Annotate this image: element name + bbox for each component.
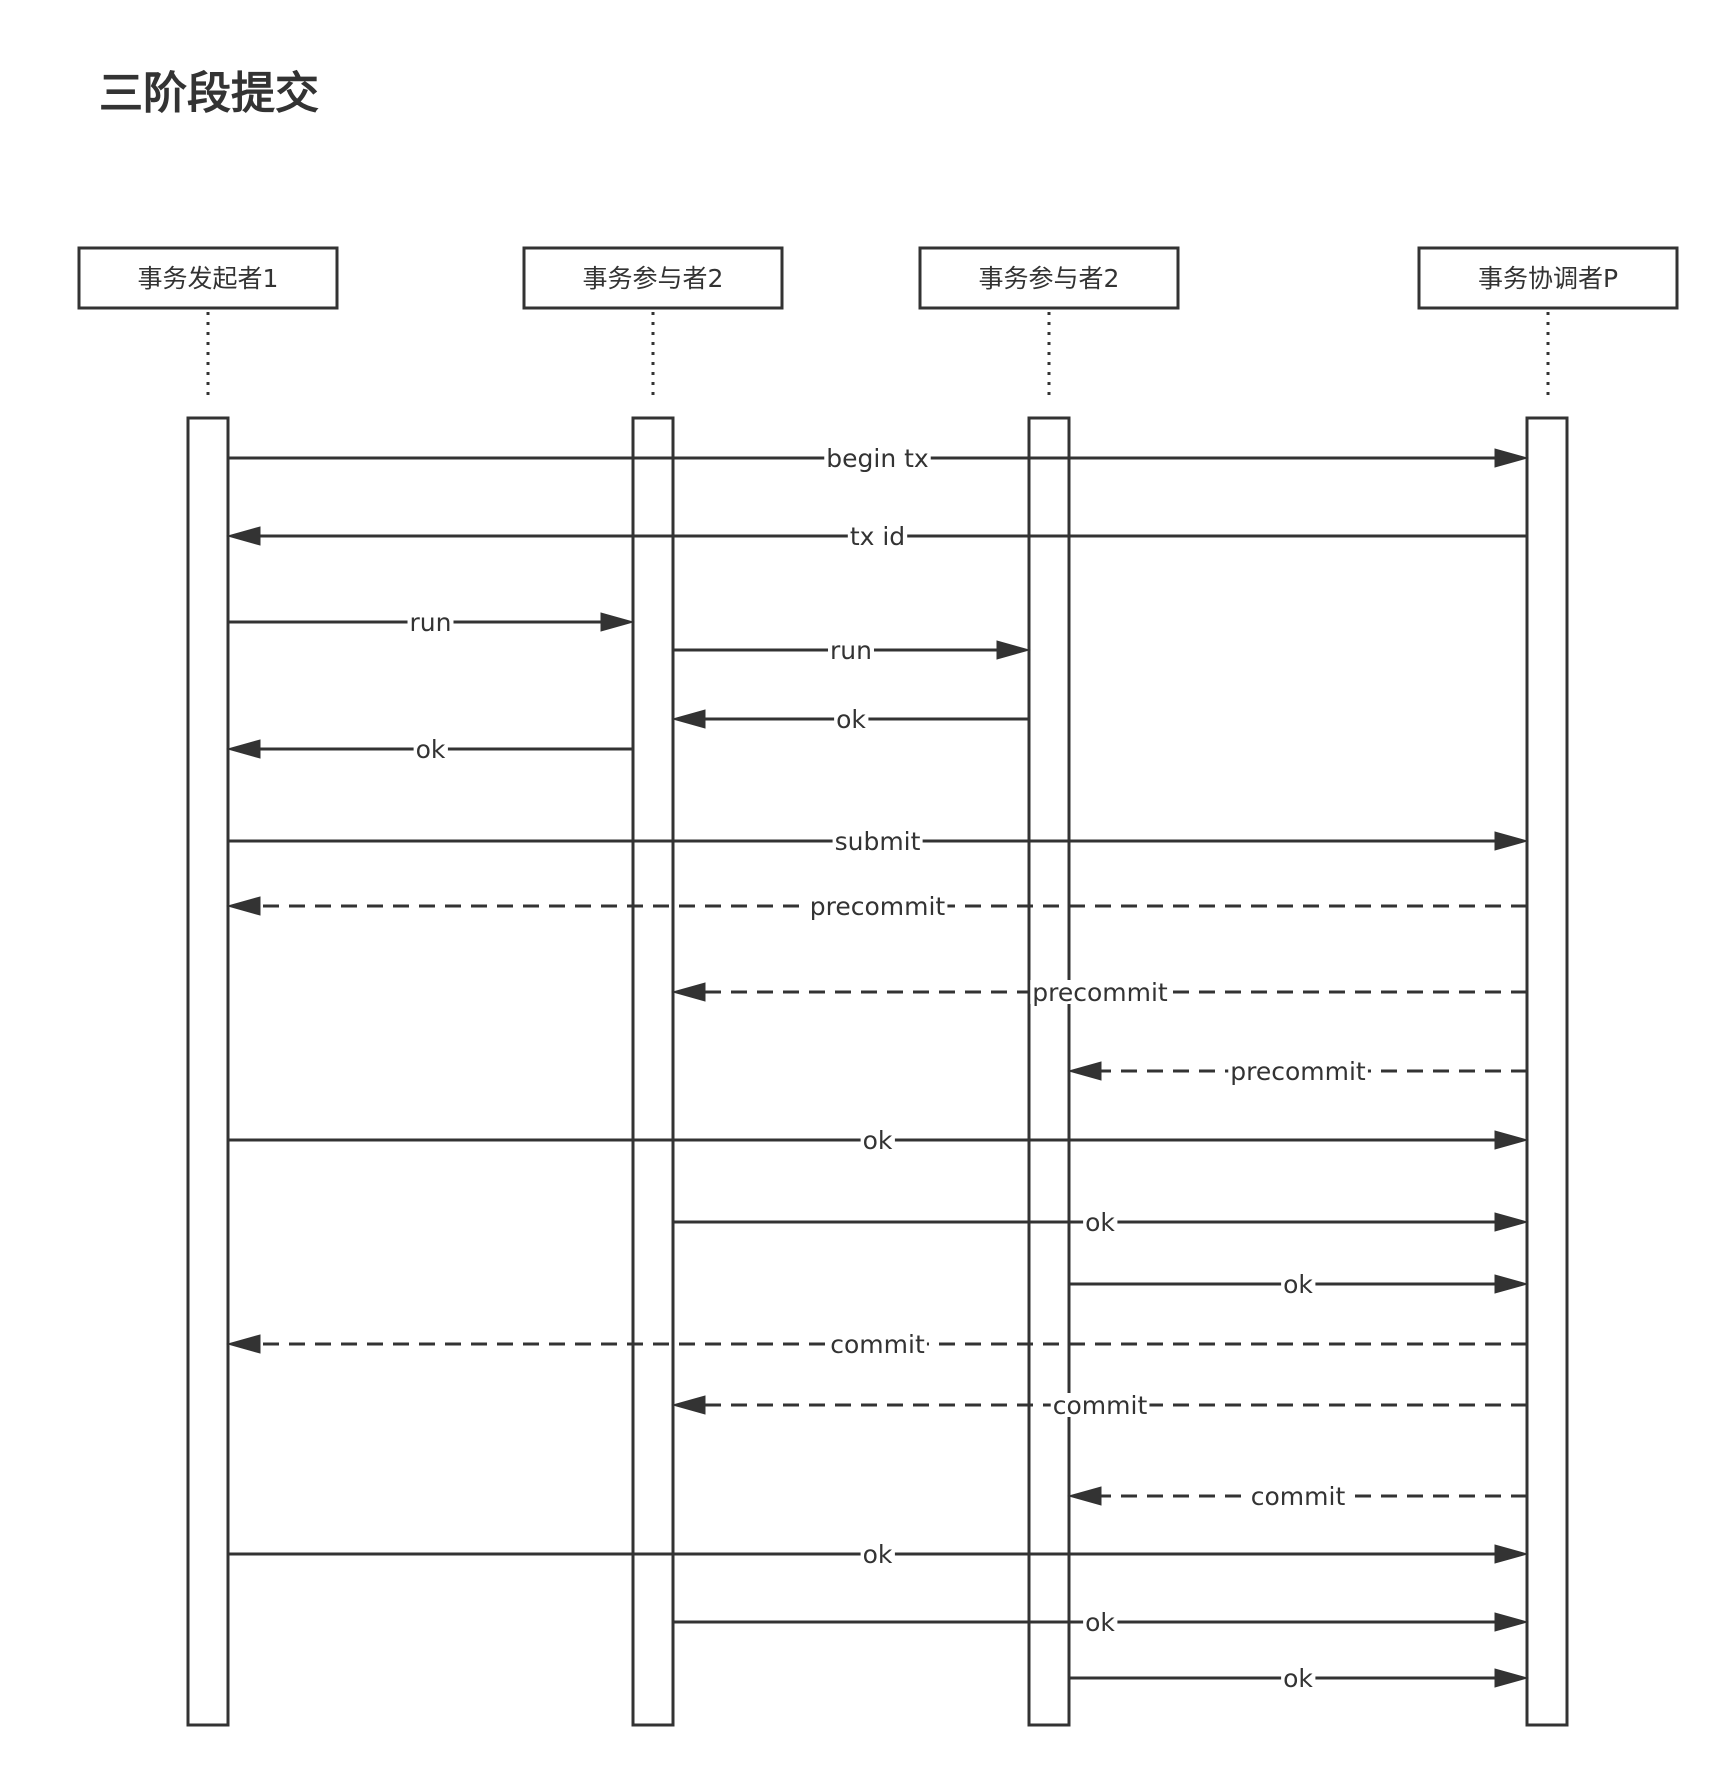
message-label-bg (807, 894, 948, 918)
message-label-bg (1281, 1666, 1316, 1690)
message-2: tx id (226, 522, 1527, 551)
message-label-bg (1281, 1272, 1316, 1296)
message-11: ok (228, 1126, 1529, 1155)
arrowhead (1494, 1668, 1529, 1688)
message-label: precommit (1032, 978, 1168, 1007)
message-label-bg (413, 737, 448, 761)
arrowhead (1494, 831, 1529, 851)
arrowhead (226, 526, 261, 546)
message-7: submit (228, 827, 1529, 856)
message-label-bg (1050, 1393, 1150, 1417)
message-label: precommit (810, 892, 946, 921)
participant-label: 事务发起者1 (138, 264, 279, 293)
arrowhead (996, 640, 1031, 660)
message-label-bg (407, 610, 454, 634)
message-label: ok (836, 705, 866, 734)
participant-label: 事务参与者2 (583, 264, 724, 293)
message-label-bg (1083, 1610, 1118, 1634)
message-label-bg (1228, 1059, 1368, 1083)
participant-box (918, 246, 1180, 310)
message-label-bg (860, 1542, 895, 1566)
message-19: ok (1069, 1664, 1529, 1693)
participant-box (77, 246, 339, 310)
message-label-bg (1083, 1210, 1118, 1234)
arrowhead (226, 896, 261, 916)
arrowhead (1494, 1130, 1529, 1150)
arrowhead (1067, 1061, 1102, 1081)
message-label-bg (828, 1332, 927, 1356)
message-label: ok (1283, 1664, 1313, 1693)
message-3: run (228, 608, 635, 637)
message-15: commit (671, 1391, 1527, 1420)
message-label: ok (1283, 1270, 1313, 1299)
message-label: run (410, 608, 452, 637)
participant-box (522, 246, 784, 310)
arrowhead (1494, 1612, 1529, 1632)
message-label-bg (824, 446, 931, 470)
message-14: commit (226, 1330, 1527, 1359)
activation-bar-3 (1027, 416, 1071, 1727)
arrowhead (1494, 1274, 1529, 1294)
activation-bar-1 (186, 416, 230, 1727)
arrowhead (226, 1334, 261, 1354)
arrowhead (1067, 1486, 1102, 1506)
message-9: precommit (671, 978, 1527, 1007)
message-13: ok (1069, 1270, 1529, 1299)
arrowhead (671, 982, 706, 1002)
diagram-title: 三阶段提交 (99, 68, 319, 119)
message-label: ok (1085, 1608, 1115, 1637)
message-label: commit (1251, 1482, 1346, 1511)
activation-bars (186, 416, 1569, 1727)
arrowhead (671, 1395, 706, 1415)
participant-4: 事务协调者P (1417, 246, 1679, 400)
message-label-bg (828, 638, 874, 662)
activation-bar-2 (631, 416, 675, 1727)
message-8: precommit (226, 892, 1527, 921)
message-5: ok (671, 705, 1029, 734)
message-label: precommit (1230, 1057, 1366, 1086)
participant-2: 事务参与者2 (522, 246, 784, 400)
arrowhead (600, 612, 635, 632)
participant-label: 事务参与者2 (979, 264, 1120, 293)
message-label-bg (1248, 1484, 1348, 1508)
message-18: ok (673, 1608, 1529, 1637)
message-label: commit (1053, 1391, 1148, 1420)
message-label-bg (860, 1128, 895, 1152)
participants: 事务发起者1 事务参与者2 事务参与者2 事务协调者P (77, 246, 1679, 400)
message-label: tx id (850, 522, 905, 551)
participant-box (1417, 246, 1679, 310)
arrowhead (1494, 1212, 1529, 1232)
activation-bar-4 (1525, 416, 1569, 1727)
message-17: ok (228, 1540, 1529, 1569)
arrowhead (1494, 1544, 1529, 1564)
messages: begin tx tx id run run ok ok submit precommit pr… (226, 444, 1529, 1693)
message-label: begin tx (826, 444, 928, 473)
message-label-bg (847, 524, 908, 548)
message-label-bg (832, 829, 923, 853)
message-10: precommit (1067, 1057, 1527, 1086)
participant-label: 事务协调者P (1478, 264, 1618, 293)
message-label: ok (863, 1540, 893, 1569)
message-label: ok (1085, 1208, 1115, 1237)
message-16: commit (1067, 1482, 1527, 1511)
message-6: ok (226, 735, 633, 764)
message-label-bg (1030, 980, 1170, 1004)
message-label: submit (835, 827, 921, 856)
participant-1: 事务发起者1 (77, 246, 339, 400)
message-1: begin tx (228, 444, 1529, 473)
participant-3: 事务参与者2 (918, 246, 1180, 400)
message-label: run (830, 636, 872, 665)
message-label: ok (863, 1126, 893, 1155)
message-label-bg (834, 707, 869, 731)
message-4: run (673, 636, 1031, 665)
arrowhead (1494, 448, 1529, 468)
arrowhead (671, 709, 706, 729)
arrowhead (226, 739, 261, 759)
message-label: commit (830, 1330, 925, 1359)
message-label: ok (416, 735, 446, 764)
message-12: ok (673, 1208, 1529, 1237)
